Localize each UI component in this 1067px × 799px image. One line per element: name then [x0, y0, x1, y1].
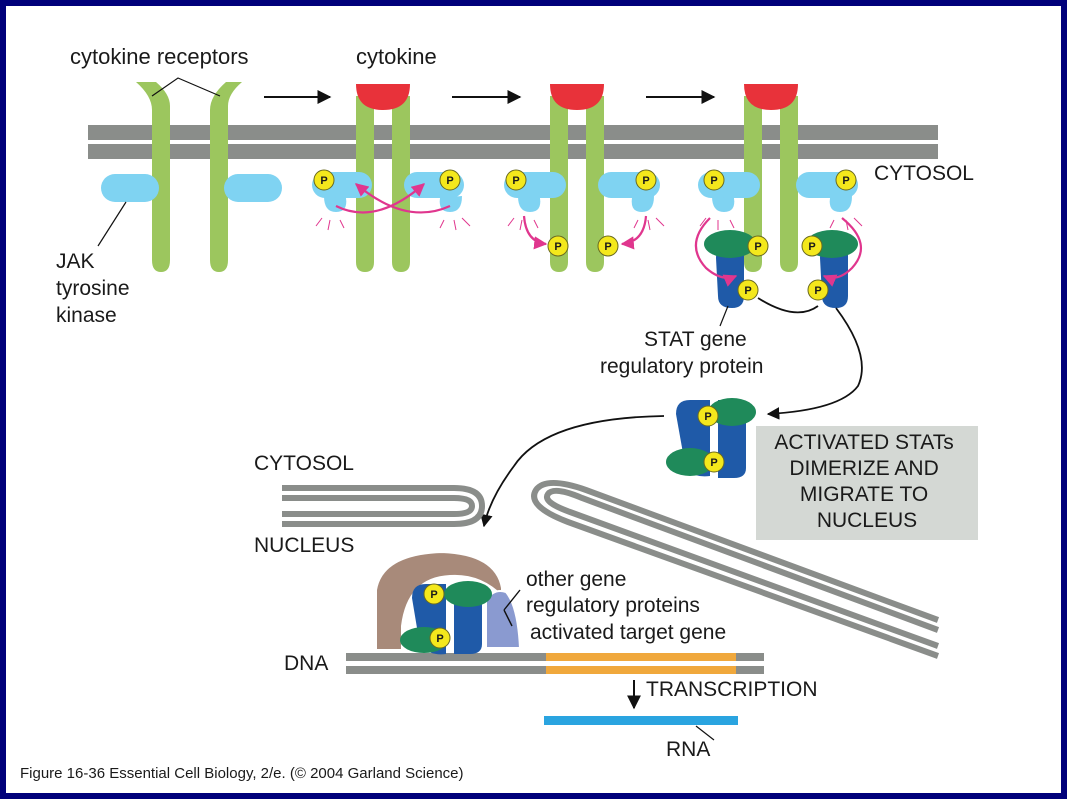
nuclear-envelope — [282, 480, 940, 659]
phosphate-label: P — [704, 411, 711, 423]
label-jak: JAK tyrosine kinase — [56, 250, 135, 327]
phosphate-label: P — [808, 241, 815, 253]
label-stat: STAT gene regulatory protein — [600, 328, 763, 378]
phosphate-circle — [505, 169, 527, 191]
jak-kinase — [101, 174, 159, 202]
label-activated-stats: ACTIVATED STATs DIMERIZE AND MIGRATE TO … — [774, 431, 959, 532]
activated-stats-box — [756, 426, 978, 540]
label-dna: DNA — [284, 652, 328, 675]
figure-panel: P P P P P P P P P P P P P P P P cytokine receptors cyto… — [6, 6, 1061, 793]
phosphate-label: P — [554, 241, 561, 253]
phosphate-circle — [635, 169, 657, 191]
label-other-proteins: other gene regulatory proteins — [526, 568, 700, 617]
cytokine-dimer — [744, 84, 798, 110]
label-cytosol-top: CYTOSOL — [874, 162, 974, 185]
phosphate-circle — [737, 279, 759, 301]
figure-caption: Figure 16-36 Essential Cell Biology, 2/e… — [20, 765, 464, 782]
phosphate-label: P — [446, 175, 453, 187]
label-cytosol-nucleus-region: CYTOSOL — [254, 452, 354, 475]
leader-lines — [97, 77, 729, 327]
stage-1-receptors — [101, 82, 282, 272]
stat-release-arrows — [480, 297, 863, 528]
label-transcription: TRANSCRIPTION — [646, 678, 818, 701]
phosphate-circle — [697, 405, 719, 427]
phosphate-circle — [597, 235, 619, 257]
phosphate-label: P — [842, 175, 849, 187]
phosphate-circle — [423, 583, 445, 605]
phosphate-groups: P P P P P P P P P P P P P P P P — [313, 169, 857, 649]
jak-kinase — [224, 174, 282, 202]
phosphate-label: P — [710, 457, 717, 469]
label-cytokine: cytokine — [356, 44, 437, 69]
cytokine-dimer — [356, 84, 410, 110]
plasma-membrane — [88, 125, 938, 159]
stage-3-receptors — [504, 84, 665, 272]
phosphate-label: P — [430, 589, 437, 601]
phosphate-label: P — [710, 175, 717, 187]
dna — [346, 653, 764, 674]
jak-stat-diagram: P P P P P P P P P P P P P P P P cytokine receptors cyto… — [20, 44, 978, 782]
phosphate-circle — [429, 627, 451, 649]
phosphate-circle — [703, 451, 725, 473]
target-gene — [546, 653, 736, 661]
phosphate-label: P — [512, 175, 519, 187]
label-cytokine-receptors: cytokine receptors — [70, 44, 249, 69]
transcription-complex — [375, 550, 522, 655]
rna-strand — [544, 716, 738, 725]
phosphate-label: P — [642, 175, 649, 187]
phosphate-label: P — [754, 241, 761, 253]
phosphate-label: P — [436, 633, 443, 645]
stage-4-receptors — [694, 84, 863, 308]
cytokine-dimer — [550, 84, 604, 110]
phosphate-label: P — [744, 285, 751, 297]
phosphate-circle — [807, 279, 829, 301]
phosphate-circle — [835, 169, 857, 191]
stage-2-receptors — [312, 84, 471, 272]
phosphate-label: P — [604, 241, 611, 253]
phosphate-circle — [801, 235, 823, 257]
phosphate-circle — [439, 169, 461, 191]
phosphate-circle — [703, 169, 725, 191]
phosphate-circle — [747, 235, 769, 257]
label-target-gene: activated target gene — [530, 621, 726, 644]
label-nucleus: NUCLEUS — [254, 534, 354, 557]
phosphate-circle — [313, 169, 335, 191]
phosphate-label: P — [814, 285, 821, 297]
phosphate-circle — [547, 235, 569, 257]
phosphate-label: P — [320, 175, 327, 187]
label-rna: RNA — [666, 738, 710, 761]
